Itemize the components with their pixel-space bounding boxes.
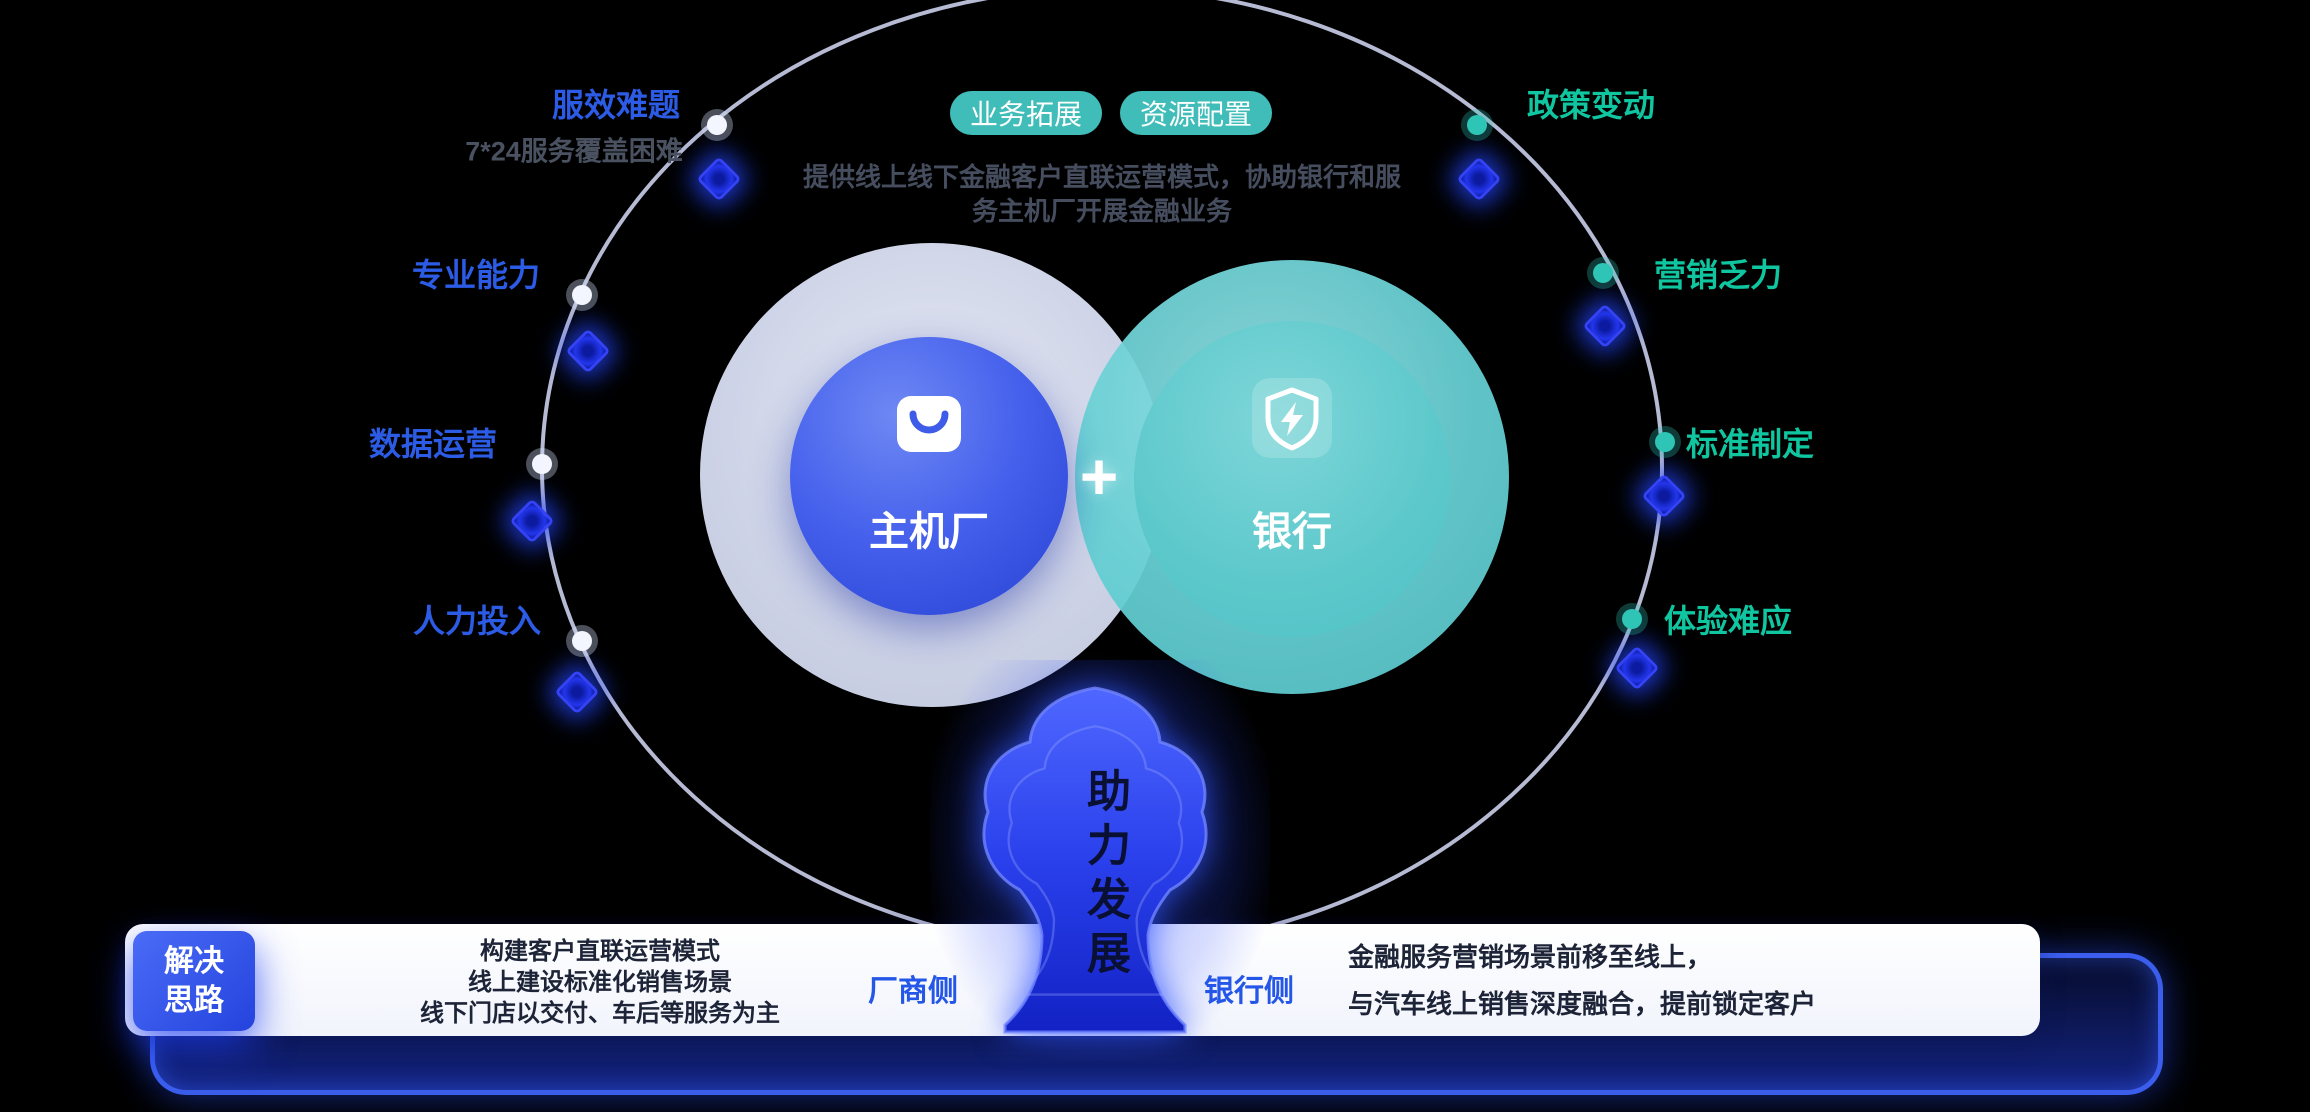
manufacturer-circle-label: 主机厂	[869, 510, 989, 554]
beacon-text: 助力发展	[1080, 768, 1129, 984]
ring-node-dot	[1593, 263, 1613, 283]
pain-point-label: 专业能力	[411, 257, 541, 293]
plus-sign: +	[1079, 439, 1119, 513]
pain-point-label: 人力投入	[412, 603, 542, 639]
shopping-bag-icon	[897, 396, 961, 452]
shield-bolt-icon	[1252, 378, 1332, 458]
tag-pill-business-expansion: 业务拓展	[950, 91, 1102, 135]
bank-solution-text: 金融服务营销场景前移至线上， 与汽车线上销售深度融合，提前锁定客户	[1348, 934, 1816, 1028]
pain-point-label: 标准制定	[1685, 426, 1815, 462]
pain-point-label: 政策变动	[1526, 87, 1656, 123]
ring-node-dot	[1622, 609, 1642, 629]
tag-pill-resource-allocation: 资源配置	[1120, 91, 1272, 135]
ring-node-dot	[1655, 432, 1675, 452]
manufacturer-solution-line: 构建客户直联运营模式	[480, 938, 720, 965]
ring-node-dot	[707, 115, 727, 135]
ring-node-dot	[1467, 115, 1487, 135]
trophy-shape	[982, 686, 1208, 1034]
solution-badge-line: 解决	[164, 945, 224, 978]
solution-badge-line: 思路	[164, 984, 224, 1017]
pain-point-label: 体验难应	[1663, 603, 1793, 639]
pain-point-sublabel: 7*24服务覆盖困难	[465, 136, 683, 167]
manufacturer-side-label: 厂商侧	[868, 975, 958, 1008]
pain-point-label: 数据运营	[368, 426, 498, 462]
bank-circle-label: 银行	[1252, 510, 1332, 554]
bank-inner-circle	[1134, 321, 1450, 637]
bank-solution-line: 金融服务营销场景前移至线上，	[1348, 942, 1713, 972]
bank-side-label: 银行侧	[1204, 975, 1294, 1008]
bank-solution-line: 与汽车线上销售深度融合，提前锁定客户	[1348, 989, 1817, 1019]
manufacturer-solution-line: 线下门店以交付、车后等服务为主	[420, 1000, 780, 1027]
ring-description-line: 提供线上线下金融客户直联运营模式，协助银行和服	[802, 162, 1401, 192]
manufacturer-circle	[790, 337, 1068, 615]
ring-description: 提供线上线下金融客户直联运营模式，协助银行和服 务主机厂开展金融业务	[702, 160, 1502, 228]
manufacturer-solution-line: 线上建设标准化销售场景	[468, 969, 732, 996]
ring-description-line: 务主机厂开展金融业务	[971, 196, 1232, 226]
ring-node-dot	[572, 285, 592, 305]
ring-node-dot	[572, 631, 592, 651]
manufacturer-solution-text: 构建客户直联运营模式 线上建设标准化销售场景 线下门店以交付、车后等服务为主	[380, 936, 820, 1029]
pain-point-label: 营销乏力	[1653, 257, 1783, 293]
pain-point-label: 服效难题	[551, 87, 681, 123]
solution-badge: 解决 思路	[133, 931, 255, 1031]
ring-node-dot	[532, 454, 552, 474]
